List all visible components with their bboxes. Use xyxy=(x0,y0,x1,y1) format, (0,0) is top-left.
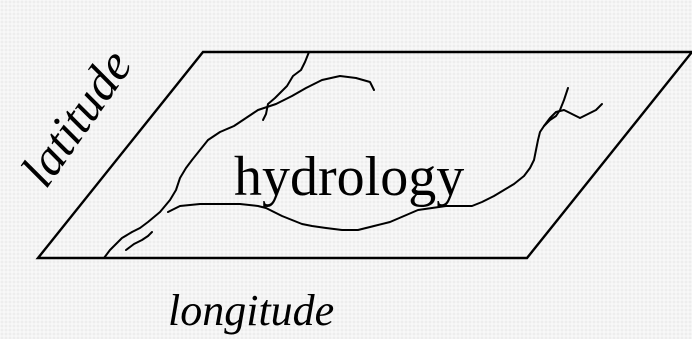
latitude-axis-label: latitude xyxy=(9,39,142,196)
river-southwest-spur xyxy=(126,232,152,250)
hydrology-label: hydrology xyxy=(234,146,464,208)
longitude-axis-label: longitude xyxy=(168,286,334,335)
river-northeast-fork xyxy=(544,104,602,126)
river-north-tributary xyxy=(263,52,309,120)
